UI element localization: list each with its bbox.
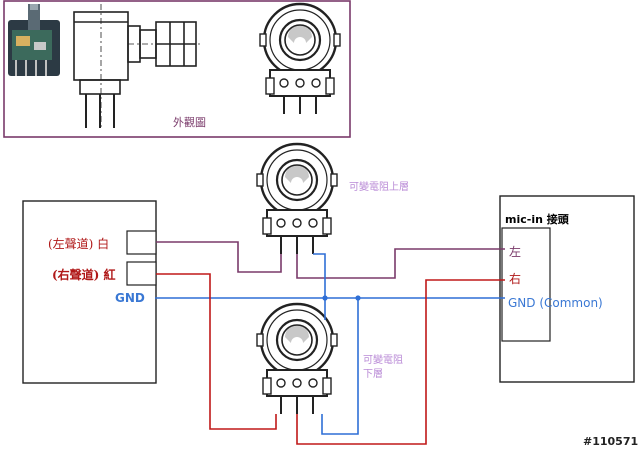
lower-pot-label-line2: 下層 xyxy=(363,369,383,380)
right-channel-terminal xyxy=(126,261,157,286)
appearance-caption: 外觀圖 xyxy=(173,116,206,129)
left-output-wire xyxy=(296,248,505,279)
mic-in-right-label: 右 xyxy=(509,272,522,286)
gnd-junction-dot xyxy=(322,295,328,301)
upper-pot-gnd-wire xyxy=(313,253,326,298)
pot-front-view-drawing xyxy=(258,2,342,116)
lower-potentiometer-icon xyxy=(255,302,339,416)
lower-pot-gnd-wire xyxy=(321,298,359,435)
appearance-frame xyxy=(3,0,351,138)
gnd-label: GND xyxy=(115,291,145,305)
upper-potentiometer-icon xyxy=(255,142,339,256)
right-channel-label: (右聲道) 紅 xyxy=(52,268,116,282)
lower-pot-label-line1: 可變電阻 xyxy=(363,355,403,366)
watermark-label: #110571 xyxy=(583,435,639,448)
left-channel-terminal xyxy=(126,230,157,255)
mic-in-gnd-label: GND (Common) xyxy=(508,296,603,310)
pot-photo-image xyxy=(8,4,60,76)
mic-in-connector xyxy=(501,227,551,342)
gnd-junction-dot xyxy=(355,295,361,301)
pot-side-view-drawing xyxy=(73,4,200,130)
red-right-channel-wire xyxy=(156,273,277,430)
mic-in-title: mic-in 接頭 xyxy=(505,213,569,226)
left-channel-label: (左聲道) 白 xyxy=(48,237,110,251)
upper-pot-label: 可變電阻上層 xyxy=(349,182,409,193)
white-left-channel-wire xyxy=(156,241,282,273)
mic-in-left-label: 左 xyxy=(509,245,522,259)
right-output-wire xyxy=(296,279,505,445)
